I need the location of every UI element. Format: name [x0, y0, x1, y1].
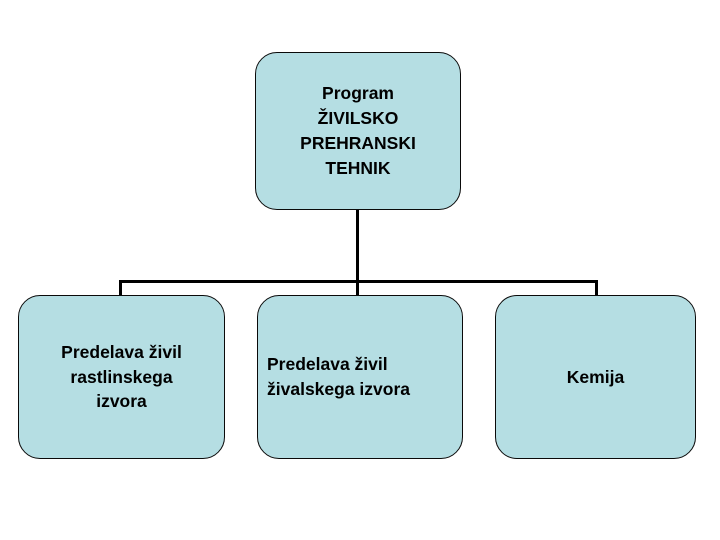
trunk-connector: [356, 209, 359, 283]
node-child-3-label: Kemija: [566, 366, 625, 387]
node-child-predelava-zivil-zivalskega-izvora: Predelava živil živalskega izvora: [257, 295, 463, 459]
node-child-2-label: Predelava živil živalskega izvora: [267, 354, 410, 399]
node-child-predelava-zivil-rastlinskega-izvora: Predelava živil rastlinskega izvora: [18, 295, 225, 459]
node-root-label: Program ŽIVILSKO PREHRANSKI TEHNIK: [300, 83, 416, 178]
connector-stub-middle: [356, 280, 359, 296]
node-child-kemija: Kemija: [495, 295, 696, 459]
node-root-program: Program ŽIVILSKO PREHRANSKI TEHNIK: [255, 52, 461, 210]
node-child-1-label: Predelava živil rastlinskega izvora: [61, 341, 182, 412]
connector-stub-right: [595, 280, 598, 296]
connector-stub-left: [119, 280, 122, 296]
